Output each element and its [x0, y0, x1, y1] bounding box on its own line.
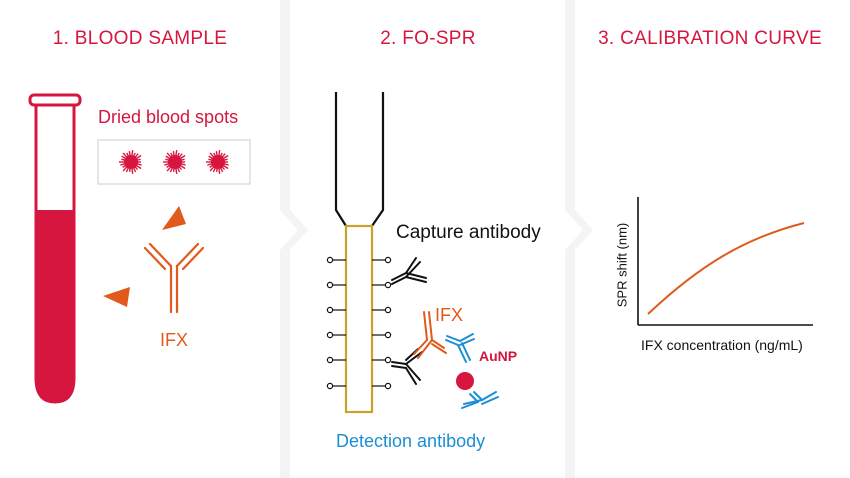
probe-circle-icon	[326, 382, 334, 390]
panel-fo-spr	[290, 0, 583, 478]
ifx-triangle-icon	[103, 287, 130, 307]
ifx-triangle-icon	[162, 206, 186, 230]
probe-circle-icon	[384, 356, 392, 364]
probe-circle-icon	[326, 306, 334, 314]
detection-antibody-icon	[445, 333, 475, 363]
probe-circle-icon	[384, 306, 392, 314]
ifx-antibody-icon	[413, 311, 447, 359]
ifx-label: IFX	[160, 330, 189, 350]
sensor-probes	[326, 256, 392, 390]
aunp-label: AuNP	[479, 348, 518, 364]
calibration-curve-line	[647, 222, 805, 315]
blood-spot-icon	[119, 150, 142, 174]
probe-circle-icon	[384, 256, 392, 264]
detection-antibody-label: Detection antibody	[336, 431, 486, 451]
probe-circle-icon	[384, 382, 392, 390]
blood-tube	[28, 93, 82, 404]
ifx-antibody-icon	[143, 242, 205, 314]
probe-circle-icon	[384, 281, 392, 289]
probe-circle-icon	[384, 331, 392, 339]
probe-circle-icon	[326, 256, 334, 264]
panel-calibration-curve	[575, 0, 850, 478]
probe-circle-icon	[326, 281, 334, 289]
x-axis-label: IFX concentration (ng/mL)	[641, 337, 803, 353]
gold-nanoparticle-icon	[456, 372, 474, 390]
probe-circle-icon	[326, 331, 334, 339]
probe-circle-icon	[326, 356, 334, 364]
dried-blood-spots-label: Dried blood spots	[98, 107, 239, 127]
heading-fo-spr: 2. FO-SPR	[380, 28, 476, 49]
blood-spot-icon	[206, 150, 229, 174]
detection-antibody-icon	[461, 391, 499, 409]
capture-antibody-label: Capture antibody	[396, 222, 541, 243]
blood-spot-icon	[163, 150, 186, 174]
capture-antibody-icon	[391, 257, 427, 285]
blood-spots	[119, 150, 229, 174]
heading-calibration-curve: 3. CALIBRATION CURVE	[598, 28, 822, 49]
chart-axes	[637, 197, 813, 326]
y-axis-label: SPR shift (nm)	[614, 222, 630, 308]
ifx-bound-label: IFX	[435, 305, 464, 325]
heading-blood-sample: 1. BLOOD SAMPLE	[52, 28, 228, 49]
optical-fiber	[334, 92, 385, 414]
